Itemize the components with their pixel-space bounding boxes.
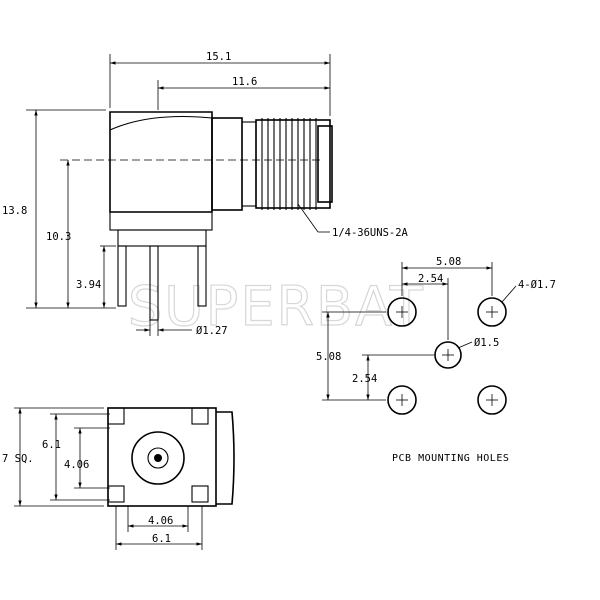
pcb-hole-bottom-right xyxy=(477,385,507,415)
pcb-dim-half-y: 2.54 xyxy=(352,373,377,385)
pcb-hole-top-right xyxy=(477,297,507,327)
pcb-layout: 5.08 2.54 4-Ø1.7 Ø1.5 5.08 2.54 PCB MOUN… xyxy=(316,256,556,464)
dim-pin-diameter: Ø1.27 xyxy=(196,325,228,337)
pcb-title: PCB MOUNTING HOLES xyxy=(392,453,509,464)
dim-bottom-inner: 4.06 xyxy=(148,515,173,527)
dim-body-to-end: 11.6 xyxy=(232,76,257,88)
thread-leader xyxy=(297,203,319,233)
side-body-base xyxy=(117,229,207,247)
pcb-corner-hole: 4-Ø1.7 xyxy=(518,279,556,291)
pcb-hole-top-left xyxy=(387,297,417,327)
side-collar xyxy=(241,121,257,207)
side-body-shell xyxy=(109,111,213,213)
watermark-text: SUPERBAT xyxy=(128,275,425,338)
pcb-center-leader xyxy=(457,341,473,349)
thread-callout: 1/4-36UNS-2A xyxy=(332,227,409,239)
side-thread-ridges xyxy=(261,118,317,210)
side-body-lower xyxy=(109,211,213,231)
side-thread-body xyxy=(255,119,331,209)
front-view: 7 SQ. 6.1 4.06 4.06 6.1 xyxy=(2,407,235,550)
pcb-hole-center xyxy=(434,341,462,369)
dim-square: 7 SQ. xyxy=(2,453,34,465)
front-corner-tr xyxy=(191,407,209,425)
pcb-dim-spacing-y: 5.08 xyxy=(316,351,341,363)
pcb-dim-half-x: 2.54 xyxy=(418,273,443,285)
front-center-contact xyxy=(154,454,162,462)
pcb-hole-bottom-left xyxy=(387,385,417,415)
side-thread-tip xyxy=(317,125,333,203)
side-body-curve xyxy=(109,115,213,131)
front-flange xyxy=(216,411,235,505)
front-body-square xyxy=(107,407,217,507)
front-corner-bl xyxy=(107,485,125,503)
dim-overall-height: 13.8 xyxy=(2,205,27,217)
side-pin-center xyxy=(149,245,159,321)
side-neck xyxy=(211,117,243,211)
dim-span-outer: 6.1 xyxy=(42,439,61,451)
pcb-dim-spacing-x: 5.08 xyxy=(436,256,461,268)
side-pin-left xyxy=(117,245,127,307)
dim-bottom-outer: 6.1 xyxy=(152,533,171,545)
front-outer-ring xyxy=(131,431,185,485)
front-corner-tl xyxy=(107,407,125,425)
dim-span-inner: 4.06 xyxy=(64,459,89,471)
dim-overall-width: 15.1 xyxy=(206,51,231,63)
side-pin-right xyxy=(197,245,207,307)
front-corner-br xyxy=(191,485,209,503)
side-view: 15.1 11.6 13.8 10.3 3.94 Ø1.27 1/4-36UNS… xyxy=(2,51,409,337)
dim-pin-height: 3.94 xyxy=(76,279,101,291)
front-inner-ring xyxy=(147,447,169,469)
dim-center-height: 10.3 xyxy=(46,231,71,243)
pcb-corner-leader xyxy=(501,285,517,303)
pcb-center-hole: Ø1.5 xyxy=(474,337,499,349)
